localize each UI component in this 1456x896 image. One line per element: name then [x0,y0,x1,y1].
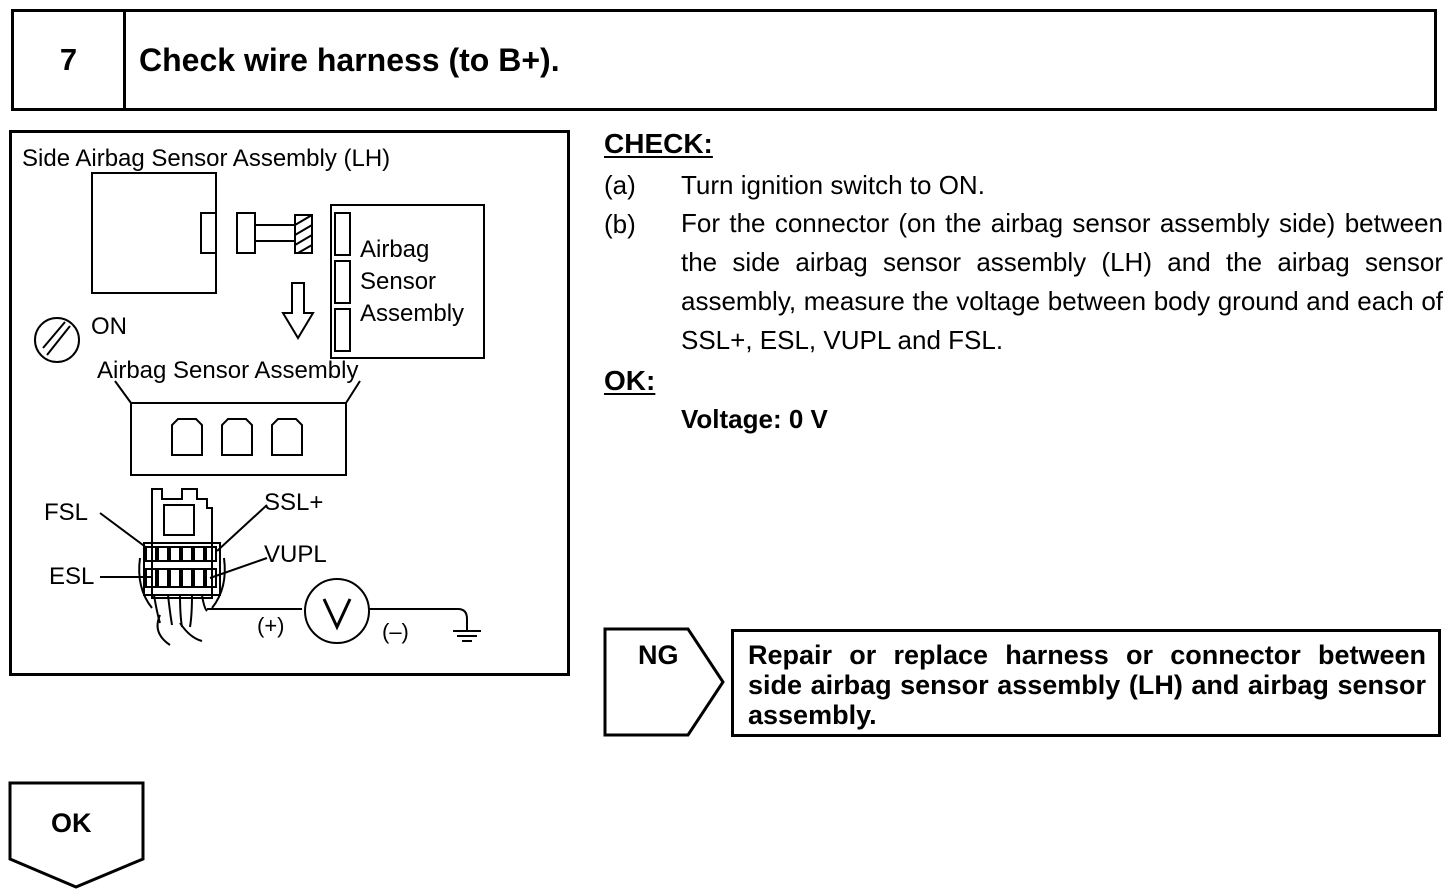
minus-lead-label: (–) [382,619,409,644]
diagram-drawing [34,172,485,646]
check-step-b-text: For the connector (on the airbag sensor … [681,208,1443,355]
ok-arrow-shape [8,781,145,889]
terminal-esl-label: ESL [49,563,95,590]
ng-action-text: Repair or replace harness or connector b… [748,640,1426,730]
check-step-a-text: Turn ignition switch to ON. [681,170,985,200]
check-step-b-marker: (b) [604,209,636,239]
step-header: 7 Check wire harness (to B+). [11,9,1437,111]
ng-arrow-shape [603,627,725,737]
terminal-fsl-label: FSL [44,499,89,526]
connector-label: Airbag Sensor Assembly [97,357,359,384]
sensor-box-label-line3: Assembly [360,300,465,327]
ignition-on-label: ON [91,313,127,340]
ok-flow-label: OK [51,808,92,838]
wiring-diagram: Side Airbag Sensor Assembly (LH) Airbag … [9,130,570,676]
sensor-box-label-line1: Airbag [360,236,430,263]
ok-heading: OK: [604,365,656,396]
ok-voltage-spec: Voltage: 0 V [681,404,828,434]
terminal-ssl-plus-label: SSL+ [264,489,324,516]
step-number: 7 [14,12,126,108]
ng-label: NG [638,640,679,670]
check-heading: CHECK: [604,128,713,159]
check-step-a-marker: (a) [604,170,636,200]
step-title: Check wire harness (to B+). [139,41,560,78]
terminal-vupl-label: VUPL [264,541,327,568]
plus-lead-label: (+) [257,613,285,638]
ng-action-box: Repair or replace harness or connector b… [731,629,1441,737]
side-airbag-sensor-label: Side Airbag Sensor Assembly (LH) [22,145,391,172]
sensor-box-label-line2: Sensor [360,268,437,295]
